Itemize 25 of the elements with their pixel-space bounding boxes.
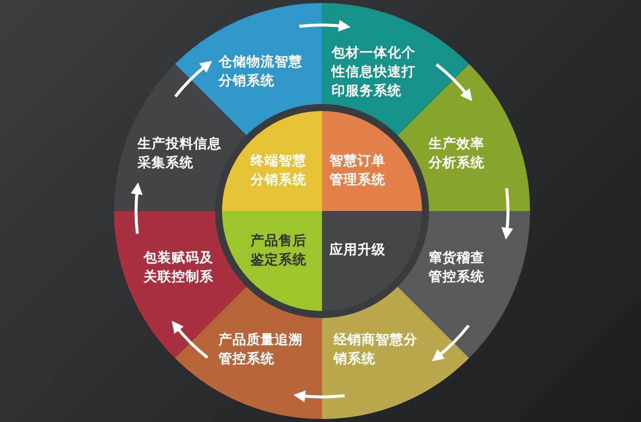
arrow	[299, 20, 351, 32]
segment-label: 终端智慧分销系统	[250, 152, 308, 190]
center-quadrant	[322, 111, 422, 211]
segment-label: 应用升级	[330, 241, 387, 260]
arrow	[172, 320, 208, 359]
segment-label: 生产效率分析系统	[428, 134, 486, 173]
arrow	[501, 188, 514, 240]
segment-label: 智慧订单管理系统	[330, 152, 387, 190]
segment-label: 包装赋码及关联控制系	[143, 249, 214, 288]
segment-label: 产品质量追溯管控系统	[218, 330, 304, 369]
segment-label: 仓储物流智慧分销系统	[218, 53, 304, 92]
ring-segment	[322, 286, 470, 419]
center-quadrant	[222, 211, 322, 311]
segment-label: 窜货稽查管控系统	[428, 249, 486, 288]
segment-label: 包材一体化个性信息快速打印服务系统	[331, 44, 416, 101]
center-quadrant	[222, 111, 322, 211]
arrow	[432, 324, 470, 362]
arrow	[174, 60, 212, 98]
center-quadrant	[322, 211, 422, 311]
segment-label: 产品售后鉴定系统	[250, 232, 308, 270]
segment-label: 生产投料信息采集系统	[137, 134, 222, 173]
arrow	[436, 63, 472, 102]
arrow	[293, 390, 345, 402]
segment-label: 经销商智慧分销系统	[333, 330, 418, 369]
arrow	[130, 182, 143, 234]
